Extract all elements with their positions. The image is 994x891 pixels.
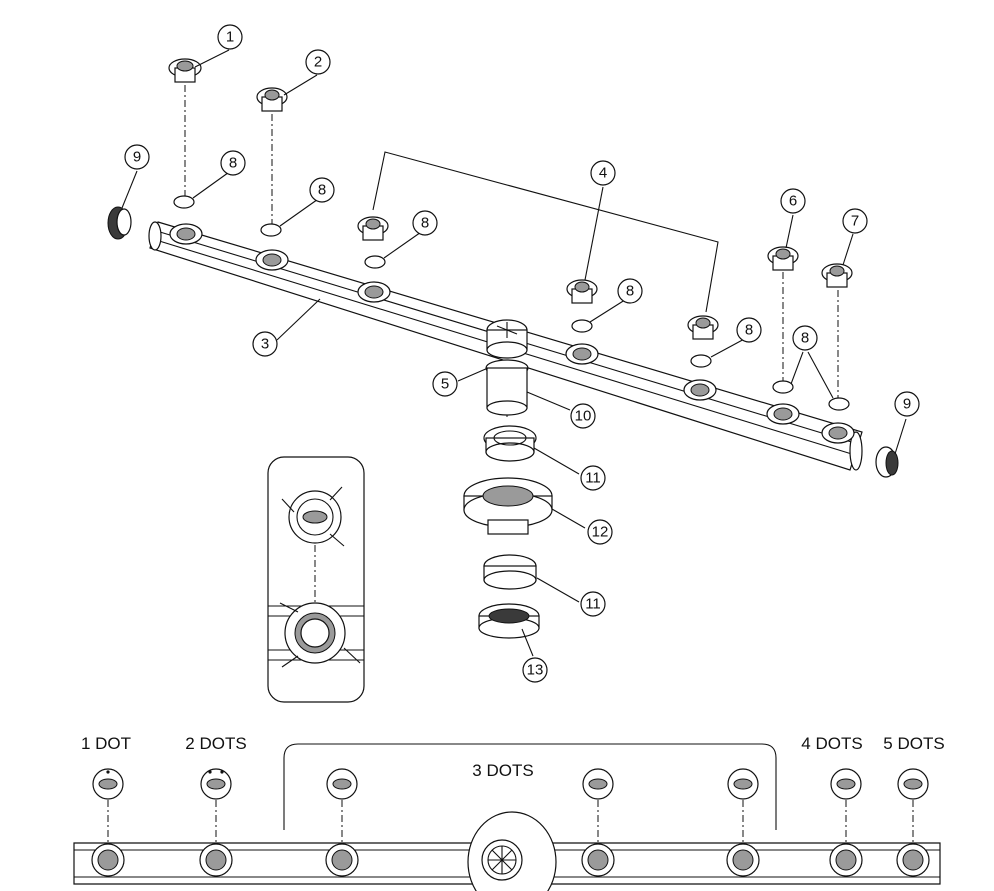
callout-9-left: 9 — [124, 144, 150, 170]
callout-1-label: 1 — [226, 29, 234, 46]
callout-8-e: 8 — [736, 317, 762, 343]
end-cap-left — [107, 206, 132, 240]
reference-port-5 — [726, 843, 760, 877]
callout-6: 6 — [780, 188, 806, 214]
nozzle-4 — [566, 279, 598, 304]
callout-2-label: 2 — [314, 54, 322, 71]
reference-axes — [107, 800, 914, 842]
port-6 — [766, 403, 800, 425]
label-5-dots: 5 DOTS — [883, 734, 945, 753]
reference-nozzle-2dots — [200, 768, 232, 800]
assembly-axes — [184, 85, 839, 420]
nozzle-group-bracket — [372, 151, 719, 313]
callout-11b-label: 11 — [585, 596, 601, 613]
port-5 — [683, 379, 717, 401]
callout-9b-label: 9 — [903, 396, 911, 413]
nozzles — [168, 58, 853, 340]
label-1-dot: 1 DOT — [80, 734, 132, 753]
callout-10: 10 — [570, 403, 596, 429]
reference-port-4 — [581, 843, 615, 877]
part-11-bushing-bottom — [483, 554, 537, 590]
reference-port-6 — [829, 843, 863, 877]
inset-nozzle-top — [281, 486, 345, 547]
callout-8c-label: 8 — [421, 215, 429, 232]
label-2-dots: 2 DOTS — [185, 734, 247, 753]
port-4 — [565, 343, 599, 365]
callout-13: 13 — [522, 657, 548, 683]
part-13-ring — [478, 603, 540, 639]
callout-5-label: 5 — [441, 376, 449, 393]
callout-11-bottom: 11 — [580, 591, 606, 617]
inset-arm-section — [268, 602, 364, 668]
callout-2: 2 — [305, 49, 331, 75]
detail-inset — [267, 456, 365, 703]
reference-port-7 — [896, 843, 930, 877]
callout-8a-label: 8 — [229, 155, 237, 172]
callout-8-c: 8 — [412, 210, 438, 236]
callout-8e-label: 8 — [745, 322, 753, 339]
nozzle-3 — [357, 216, 389, 241]
callout-11a-label: 11 — [585, 470, 601, 487]
nozzle-1 — [168, 58, 202, 83]
callout-13-label: 13 — [527, 662, 544, 679]
reference-nozzle-4dots — [830, 768, 862, 800]
callout-4-label: 4 — [599, 165, 607, 182]
leader-lines — [121, 49, 907, 657]
part-11-bushing-top — [483, 425, 537, 462]
callout-9-right: 9 — [894, 391, 920, 417]
callout-10-label: 10 — [575, 408, 592, 425]
callout-8-a: 8 — [220, 150, 246, 176]
callout-12: 12 — [587, 519, 613, 545]
callout-8f-label: 8 — [801, 330, 809, 347]
reference-nozzle-5dots — [897, 768, 929, 800]
callout-8d-label: 8 — [626, 283, 634, 300]
nozzle-2 — [256, 87, 288, 112]
nozzle-reference-strip — [73, 743, 941, 891]
callout-circles: 1 2 9 8 8 8 3 4 8 8 6 7 8 9 5 10 11 12 1… — [124, 24, 920, 683]
callout-7: 7 — [842, 208, 868, 234]
port-2 — [255, 249, 289, 271]
reference-arm-top-view — [73, 811, 941, 891]
reference-nozzle-3dots-a — [326, 768, 358, 800]
part-12-nut — [463, 477, 553, 535]
lower-bearing-stack — [463, 359, 553, 639]
callout-8-f: 8 — [792, 325, 818, 351]
callout-3: 3 — [252, 331, 278, 357]
callout-8-d: 8 — [617, 278, 643, 304]
reference-nozzle-3dots-b — [582, 768, 614, 800]
callout-11-top: 11 — [580, 465, 606, 491]
center-hub — [486, 319, 528, 359]
callout-8-b: 8 — [309, 177, 335, 203]
reference-port-2 — [199, 843, 233, 877]
label-3-dots: 3 DOTS — [472, 761, 534, 780]
reference-nozzle-3dots-c — [727, 768, 759, 800]
nozzle-5 — [687, 315, 719, 340]
callout-8b-label: 8 — [318, 182, 326, 199]
arm-nozzle-ports — [169, 223, 855, 444]
part-10-stem — [485, 359, 529, 416]
port-3 — [357, 281, 391, 303]
port-7 — [821, 422, 855, 444]
callout-1: 1 — [217, 24, 243, 50]
reference-port-1 — [91, 843, 125, 877]
three-dots-bracket — [283, 743, 777, 830]
end-cap-right — [875, 446, 899, 478]
callout-3-label: 3 — [261, 336, 269, 353]
port-1 — [169, 223, 203, 245]
callout-9a-label: 9 — [133, 149, 141, 166]
callout-4: 4 — [590, 160, 616, 186]
reference-nozzle-1dot — [92, 768, 124, 800]
callout-6-label: 6 — [789, 193, 797, 210]
callout-7-label: 7 — [851, 213, 859, 230]
callout-5: 5 — [432, 371, 458, 397]
reference-port-3 — [325, 843, 359, 877]
label-4-dots: 4 DOTS — [801, 734, 863, 753]
callout-12-label: 12 — [592, 524, 609, 541]
nozzle-6 — [767, 246, 799, 271]
nozzle-7 — [821, 263, 853, 288]
